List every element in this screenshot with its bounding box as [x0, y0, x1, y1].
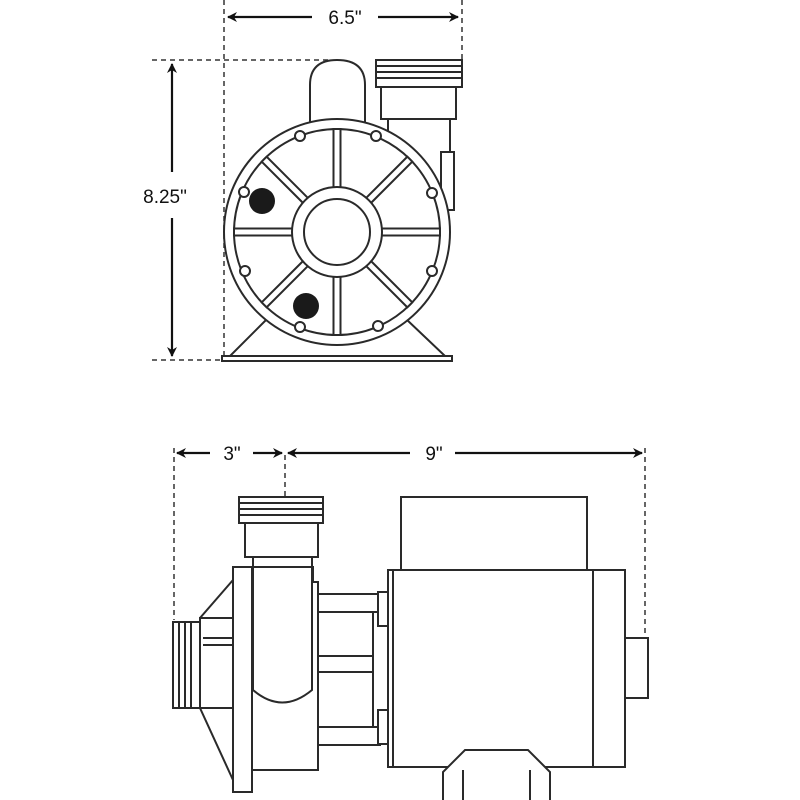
height-label: 8.25"	[143, 187, 187, 208]
capacitor-box	[400, 496, 588, 571]
inlet-thread	[172, 621, 201, 709]
bolt-holes	[238, 130, 438, 333]
hub-inner	[303, 198, 371, 266]
outlet-thread	[238, 496, 324, 524]
front-dimension-guides	[152, 0, 463, 361]
length-label: 9"	[425, 444, 442, 465]
drain-plug	[293, 293, 319, 319]
spoke-inner	[263, 158, 308, 203]
outlet-collar	[244, 521, 319, 558]
spoke-inner	[366, 261, 411, 306]
pump-side-body	[172, 496, 649, 800]
motor-adapter	[317, 591, 389, 746]
inlet-offset-dimension: 3"	[176, 444, 283, 465]
volute	[252, 557, 313, 704]
motor-end-cap	[624, 637, 649, 699]
flange-plate	[232, 566, 253, 793]
side-dimension-guides	[173, 448, 646, 638]
pump-housing	[251, 566, 319, 771]
impeller-spokes	[233, 128, 441, 336]
motor-foot	[442, 749, 551, 800]
length-dimension: 9"	[287, 444, 643, 465]
front-view: 6.5" 8.25"	[143, 0, 463, 362]
inlet-offset-label: 3"	[223, 444, 240, 465]
spoke-inner	[366, 158, 411, 203]
motor-body	[387, 569, 626, 768]
outlet-thread	[375, 59, 463, 88]
pump-front-body	[221, 58, 463, 362]
outlet-collar	[380, 85, 457, 120]
width-dimension: 6.5"	[227, 8, 459, 29]
spoke-inner	[263, 261, 308, 306]
drain-plug	[249, 188, 275, 214]
side-view: 3" 9"	[172, 444, 649, 800]
motor-dome	[309, 58, 366, 125]
width-label: 6.5"	[328, 8, 361, 29]
height-dimension: 8.25"	[143, 63, 187, 357]
